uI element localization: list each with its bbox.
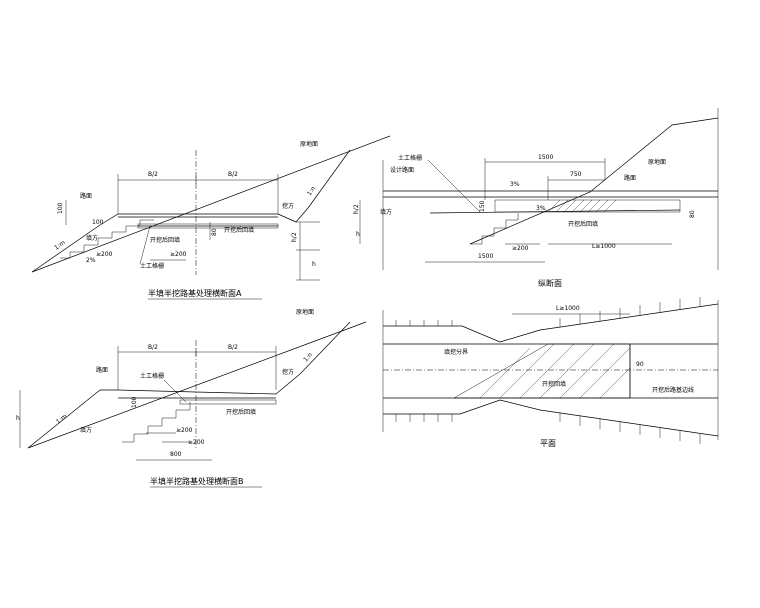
a-h2: h/2 xyxy=(291,232,298,242)
b-cut: 挖方 xyxy=(282,368,294,376)
a-slope-right: 1:n xyxy=(306,185,317,197)
p-lge1000: L≥1000 xyxy=(556,305,580,312)
plan-view: L≥1000 90 填挖分界 开挖回填 开挖后路基边线 平面 xyxy=(382,297,719,448)
l-caption: 纵断面 xyxy=(538,278,562,288)
a-excav-label-right: 开挖后回填 xyxy=(224,226,254,234)
p-caption: 平面 xyxy=(540,439,556,448)
a-h: h xyxy=(312,261,316,268)
b-slope-right: 1:n xyxy=(302,351,314,363)
l-d150: 150 xyxy=(479,200,486,212)
a-ground-label: 原地面 xyxy=(300,140,318,148)
b-geogrid: 土工格栅 xyxy=(140,372,164,380)
b-half-b-right: B/2 xyxy=(228,344,238,351)
a-fill-label: 填方 xyxy=(86,234,98,242)
b-h: h xyxy=(16,415,20,422)
a-pct4: 2% xyxy=(86,257,96,264)
a-surface-label: 路面 xyxy=(80,192,92,200)
l-h2: h/2 xyxy=(353,204,360,214)
a-ge200b: ≥200 xyxy=(96,251,113,258)
l-pct-fill: 3% xyxy=(536,205,546,212)
p-boundary: 填挖分界 xyxy=(444,348,468,356)
section-b: B/2 B/2 ≥200 ≥200 800 100 h 路面 原地面 挖方 填方… xyxy=(16,308,367,488)
b-half-b-left: B/2 xyxy=(148,344,158,351)
a-caption: 半填半挖路基处理横断面A xyxy=(148,288,242,298)
l-d1500-bot: 1500 xyxy=(478,253,493,260)
l-d750: 750 xyxy=(570,171,582,178)
a-d80: 80 xyxy=(211,228,218,236)
a-half-b-left: B/2 xyxy=(148,171,158,178)
l-ge200: ≥200 xyxy=(512,245,529,252)
l-geogrid: 土工格栅 xyxy=(398,154,422,162)
section-a: B/2 B/2 100 100 80 h/2 h ≥200 ≥200 2% xyxy=(31,135,391,300)
a-geogrid-label: 土工格栅 xyxy=(140,262,164,270)
b-ge200a: ≥200 xyxy=(176,427,193,434)
l-pavement: 路面 xyxy=(624,174,636,182)
a-ge200a: ≥200 xyxy=(170,251,187,258)
l-design-line: 设计路面 xyxy=(390,166,414,174)
b-ge200b: ≥200 xyxy=(188,439,205,446)
l-h: h xyxy=(356,231,360,238)
a-half-b-right: B/2 xyxy=(228,171,238,178)
b-ground: 原地面 xyxy=(296,308,314,316)
l-ground: 原地面 xyxy=(648,158,666,166)
b-d800: 800 xyxy=(170,451,182,458)
b-caption: 半填半挖路基处理横断面B xyxy=(150,476,244,486)
a-excav-label: 开挖后回填 xyxy=(150,236,180,244)
a-cut-label: 挖方 xyxy=(282,202,294,210)
l-excav: 开挖后回填 xyxy=(568,220,598,228)
p-d90: 90 xyxy=(636,361,644,368)
a-d100a: 100 xyxy=(57,202,64,214)
l-d1500-top: 1500 xyxy=(538,154,553,161)
l-pct: 3% xyxy=(510,181,520,188)
a-d100b: 100 xyxy=(92,219,104,226)
longitudinal-section: 1500 750 ≥200 L≥1000 1500 h/2 h 150 80 设… xyxy=(353,108,719,288)
b-slope-left: 1:m xyxy=(55,413,69,426)
l-d80: 80 xyxy=(689,210,696,218)
b-surface: 路面 xyxy=(96,366,108,374)
b-excav: 开挖后回填 xyxy=(226,408,256,416)
l-fill: 填方 xyxy=(380,208,392,216)
b-fill: 填方 xyxy=(80,426,92,434)
p-excav-zone: 开挖回填 xyxy=(542,380,566,388)
p-edge-line: 开挖后路基边线 xyxy=(652,386,694,394)
b-d100: 100 xyxy=(131,396,138,408)
l-lge1000: L≥1000 xyxy=(592,243,616,250)
